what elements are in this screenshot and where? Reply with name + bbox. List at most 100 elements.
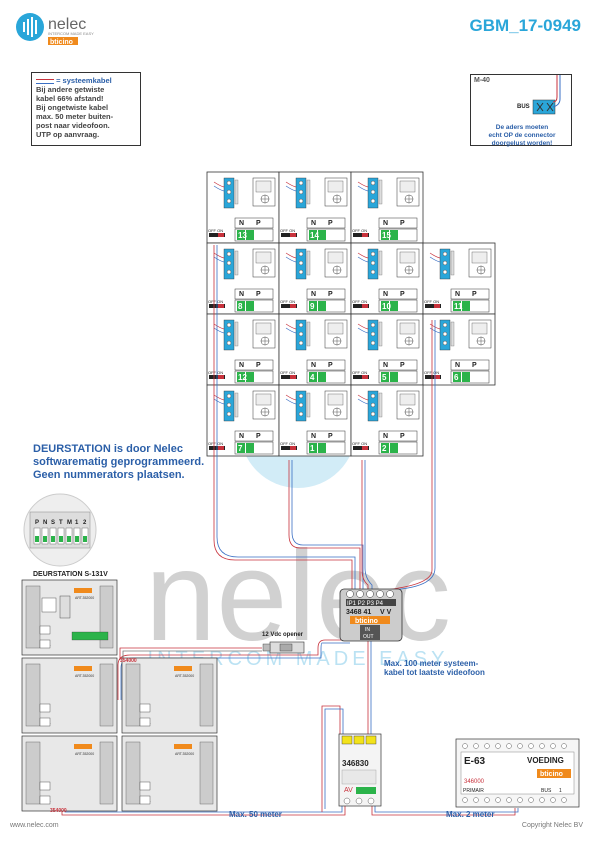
- psu-brand: bticino: [540, 771, 563, 778]
- np-label-n: N: [239, 291, 244, 298]
- np-label-p: P: [400, 220, 405, 227]
- power-supply-e63: E-63 VOEDING bticino 346000 PRIMAIR BUS …: [455, 738, 580, 808]
- svg-text:OUT: OUT: [363, 634, 374, 640]
- module-code: ART.352000: [75, 752, 94, 756]
- distributor-brand: bticino: [355, 618, 378, 625]
- videophone-number: 13: [238, 231, 247, 240]
- cable-note: = systeemkabel Bij andere getwiste kabel…: [31, 72, 141, 146]
- off-on-label: OFF ON: [208, 228, 223, 233]
- videophone: N P OFF ON 15: [350, 171, 424, 244]
- np-label-n: N: [239, 433, 244, 440]
- dip-label: M: [67, 520, 72, 526]
- off-on-label: OFF ON: [280, 299, 295, 304]
- video-distributor: IP1 P2 P3 P4 3468 41 V V bticino IN OUT: [339, 588, 403, 642]
- opener-label: 12 Vdc opener: [262, 632, 304, 638]
- nelec-logo: nelec INTERCOM MADE EASY bticino: [14, 10, 114, 46]
- np-label-p: P: [400, 433, 405, 440]
- svg-text:IN: IN: [365, 627, 370, 633]
- brand-tagline: INTERCOM MADE EASY: [48, 31, 94, 36]
- module-code: ART.352000: [75, 596, 94, 600]
- np-label-n: N: [455, 291, 460, 298]
- np-label-p: P: [328, 291, 333, 298]
- np-label-n: N: [239, 220, 244, 227]
- bus-label-bottom: 354000: [50, 808, 67, 813]
- np-label-n: N: [455, 362, 460, 369]
- np-label-p: P: [328, 362, 333, 369]
- videophone-number: 5: [382, 373, 387, 382]
- m40-connector: [532, 99, 556, 115]
- note-line: max. 50 meter buiten-: [36, 112, 114, 121]
- np-label-n: N: [239, 362, 244, 369]
- np-label-n: N: [311, 362, 316, 369]
- bus-label-top: 354000: [120, 658, 137, 664]
- np-label-p: P: [472, 291, 477, 298]
- off-on-label: OFF ON: [352, 299, 367, 304]
- dip-label: P: [35, 520, 39, 526]
- footer-copyright: Copyright Nelec BV: [521, 822, 583, 829]
- np-label-n: N: [383, 433, 388, 440]
- doorstation-module: ART.352000INOUT: [21, 657, 118, 734]
- np-label-p: P: [400, 291, 405, 298]
- videophone-number: 14: [310, 231, 319, 240]
- np-label-n: N: [383, 362, 388, 369]
- psu-bus: BUS: [541, 788, 552, 794]
- dip-label: 2: [83, 520, 87, 526]
- np-label-n: N: [311, 220, 316, 227]
- distributor-vv: V V: [380, 609, 392, 616]
- np-label-p: P: [328, 220, 333, 227]
- note-line: Bij andere getwiste: [36, 85, 105, 94]
- doorstation-module: ART.352000INOUT: [21, 735, 118, 812]
- videophone-number: 12: [238, 373, 247, 382]
- psu-bus-pins: 1: [559, 788, 562, 794]
- doorstation-module: ART.352000INOUT: [121, 657, 218, 734]
- np-label-p: P: [328, 433, 333, 440]
- videophone-number: 7: [238, 444, 243, 453]
- off-on-label: OFF ON: [280, 370, 295, 375]
- brand-name: nelec: [48, 16, 86, 33]
- distributor-code: 3468 41: [346, 609, 371, 616]
- note-line: post naar videofoon.: [36, 121, 110, 130]
- doorstation: ART.352000INOUTART.352000INOUTART.352000…: [21, 579, 218, 813]
- videophone-number: 2: [382, 444, 387, 453]
- psu-model: E-63: [464, 756, 486, 767]
- module-code: ART.352000: [175, 674, 194, 678]
- supply-module-code: 346830: [342, 759, 369, 768]
- dip-label: N: [43, 520, 47, 526]
- off-on-label: OFF ON: [352, 370, 367, 375]
- m40-warning: De aders moeten echt OP de connector doo…: [488, 124, 556, 147]
- videophone-number: 9: [310, 302, 315, 311]
- off-on-label: OFF ON: [352, 228, 367, 233]
- off-on-label: OFF ON: [208, 441, 223, 446]
- document-id: GBM_17-0949: [469, 16, 581, 35]
- supply-module-346830: 346830 AV: [338, 733, 382, 807]
- supply-module-label: AV: [344, 787, 353, 794]
- videophone-number: 1: [310, 444, 315, 453]
- videophone-number: 10: [382, 302, 391, 311]
- np-label-p: P: [256, 433, 261, 440]
- videophone-number: 15: [382, 231, 391, 240]
- m40-title: M-40: [474, 77, 490, 84]
- note-line: UTP op aanvraag.: [36, 130, 100, 139]
- doorstation-title: DEURSTATION S-131V: [33, 571, 108, 578]
- opener-icon: [262, 641, 305, 654]
- dip-label: T: [59, 520, 63, 526]
- module-code: ART.352000: [75, 674, 94, 678]
- distance-note: Max. 100 meter systeem- kabel tot laatst…: [384, 659, 485, 677]
- doorstation-module: ART.352000INOUT: [121, 735, 218, 812]
- off-on-label: OFF ON: [208, 299, 223, 304]
- module-code: ART.352000: [175, 752, 194, 756]
- distance-max50: Max. 50 meter: [229, 810, 282, 819]
- note-line: kabel 66% afstand!: [36, 94, 104, 103]
- np-label-n: N: [383, 220, 388, 227]
- dip-label: 1: [75, 520, 79, 526]
